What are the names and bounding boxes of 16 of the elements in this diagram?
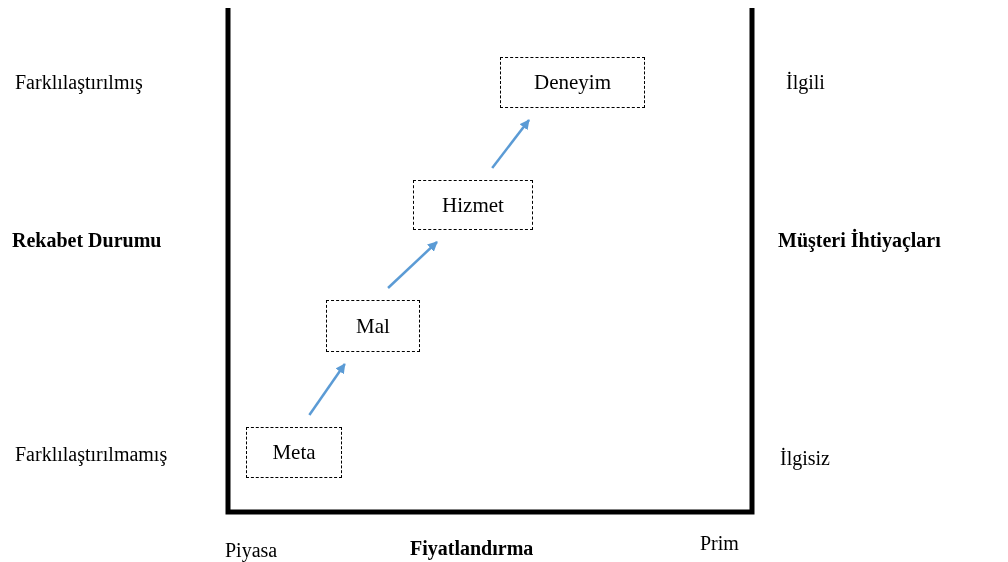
arrow	[308, 363, 346, 416]
axis-title: Müşteri İhtiyaçları	[778, 228, 941, 252]
arrow	[491, 119, 530, 169]
process-box: Mal	[326, 300, 420, 352]
value-label: İlgili	[786, 70, 825, 94]
value-label: Farklılaştırılmış	[15, 70, 143, 94]
process-box: Meta	[246, 427, 342, 478]
value-label: Piyasa	[225, 538, 278, 562]
value-label: İlgisiz	[780, 446, 830, 470]
value-label: Prim	[700, 531, 739, 555]
value-label: Farklılaştırılmamış	[15, 442, 168, 466]
process-box: Hizmet	[413, 180, 533, 230]
process-box: Deneyim	[500, 57, 645, 108]
axis-title: Fiyatlandırma	[410, 536, 534, 560]
arrow	[387, 241, 438, 289]
axis-title: Rekabet Durumu	[12, 228, 162, 252]
